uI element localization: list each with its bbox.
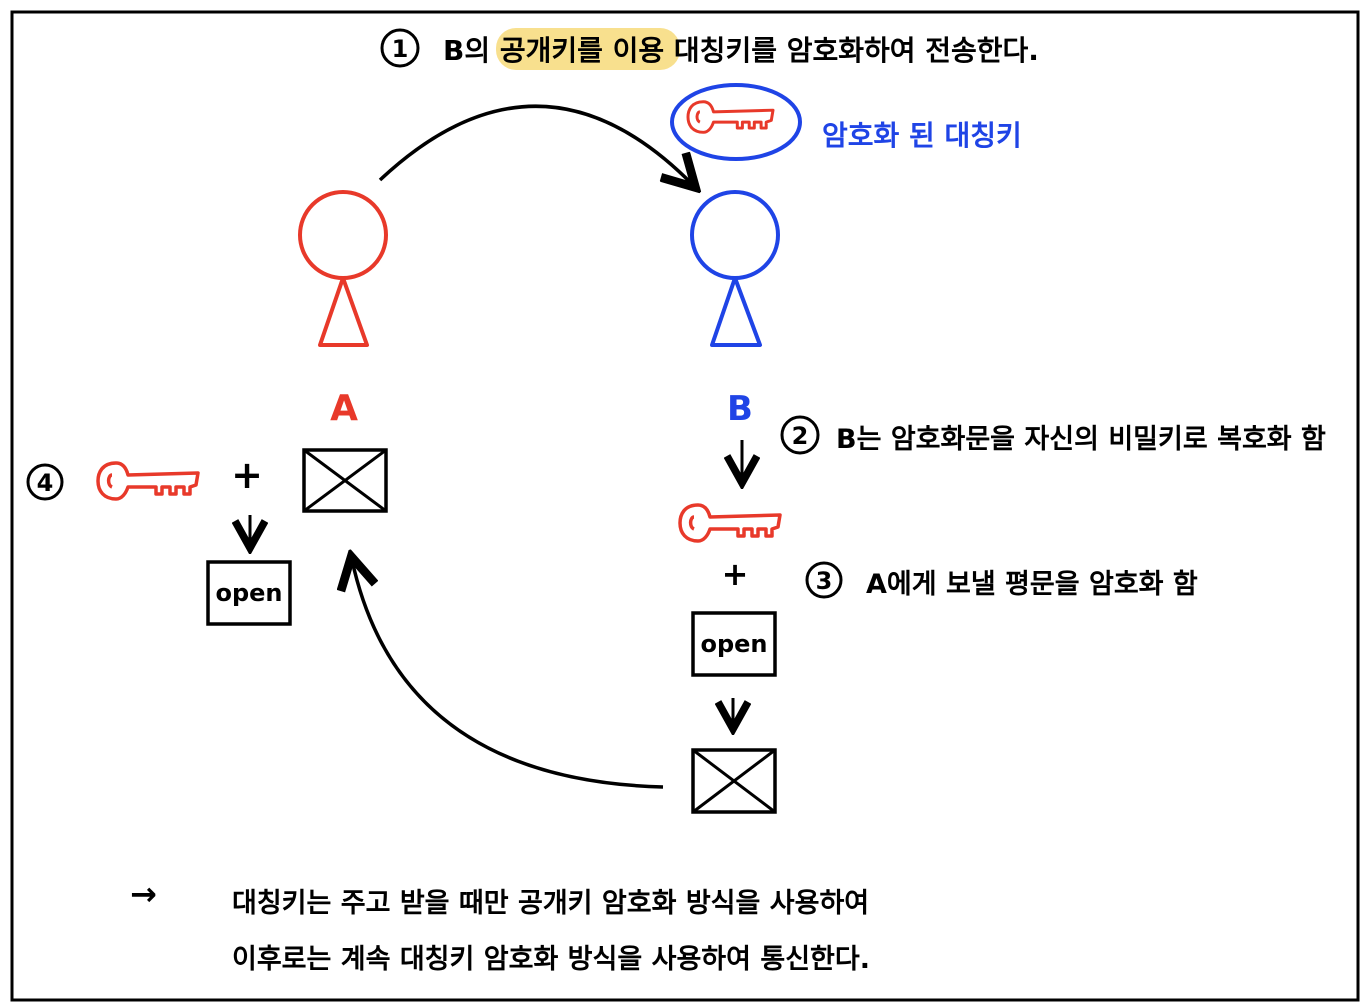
step2-text: B는 암호화문을 자신의 비밀키로 복호화 함 [836,424,1326,455]
send-arrow-a-to-b [378,104,693,185]
step4-number: 4 [37,469,54,497]
step3-number: 3 [816,567,833,595]
person-b-label: B [727,389,753,429]
summary-line-1: 대칭키는 주고 받을 때만 공개키 암호화 방식을 사용하여 [232,888,869,919]
open-label-b: open [700,630,767,658]
plus-sign: + [231,453,263,497]
step1-number-circle [380,28,420,68]
person-a-icon [298,190,388,347]
person-a-label: A [330,388,358,429]
ciphertext-box-b [691,748,777,814]
symmetric-key-a-icon [96,461,200,501]
symmetric-key-b-icon [678,503,782,543]
step3-number-circle [805,561,843,599]
step1-number: 1 [392,35,409,63]
step1-text: B의 공개키를 이용 대칭키를 암호화하여 전송한다. [443,34,1039,67]
open-label-a: open [215,579,282,607]
highlight-marker [496,28,680,70]
send-arrow-b-to-a [352,560,664,789]
plaintext-box-a [206,560,292,626]
step2-number-circle [780,415,820,455]
plaintext-box-b [691,611,777,677]
step3-text: A에게 보낼 평문을 암호화 함 [866,569,1198,600]
ciphertext-box-a [302,448,388,513]
plus-sign: + [722,555,749,593]
step4-number-circle [26,463,64,501]
encrypted-key-label: 암호화 된 대칭키 [822,119,1022,152]
encrypted-key-icon [686,100,775,134]
person-b-icon [690,190,780,347]
summary-line-2: 이후로는 계속 대칭키 암호화 방식을 사용하여 통신한다. [232,944,870,975]
frame-border [10,10,1360,1002]
summary-arrow: → [130,875,157,913]
encryption-ellipse [670,83,802,161]
step2-number: 2 [792,422,809,450]
